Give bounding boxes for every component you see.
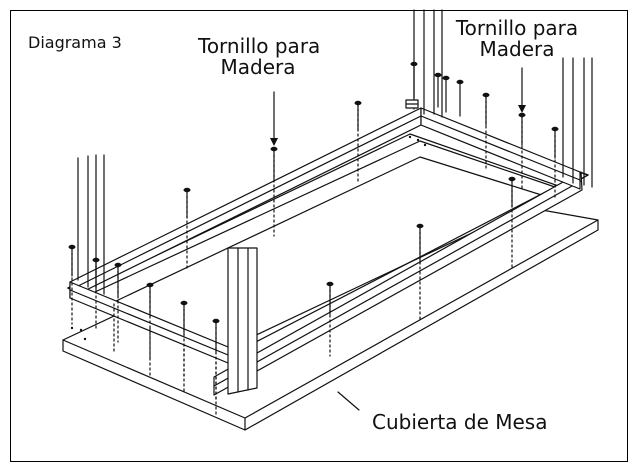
diagram-frame — [10, 10, 628, 462]
leg-front-left — [227, 247, 258, 395]
callout-arrows — [270, 67, 526, 411]
wood-screw-label-left-line1: Tornillo para — [198, 34, 321, 58]
wood-screws — [68, 61, 559, 415]
table-top-label: Cubierta de Mesa — [372, 410, 548, 434]
wood-screw-label-right-line2: Madera — [479, 37, 555, 61]
leg-left-back — [77, 154, 105, 295]
wood-screw-label-left: Tornillo para Madera — [198, 34, 321, 79]
leg-right-front — [562, 57, 593, 188]
wood-screw-label-right: Tornillo para Madera — [448, 18, 586, 60]
wood-screw-label-right-line1: Tornillo para — [455, 16, 579, 40]
wood-screw-label-left-line2: Madera — [220, 55, 296, 79]
diagram-title: Diagrama 3 — [28, 33, 122, 52]
